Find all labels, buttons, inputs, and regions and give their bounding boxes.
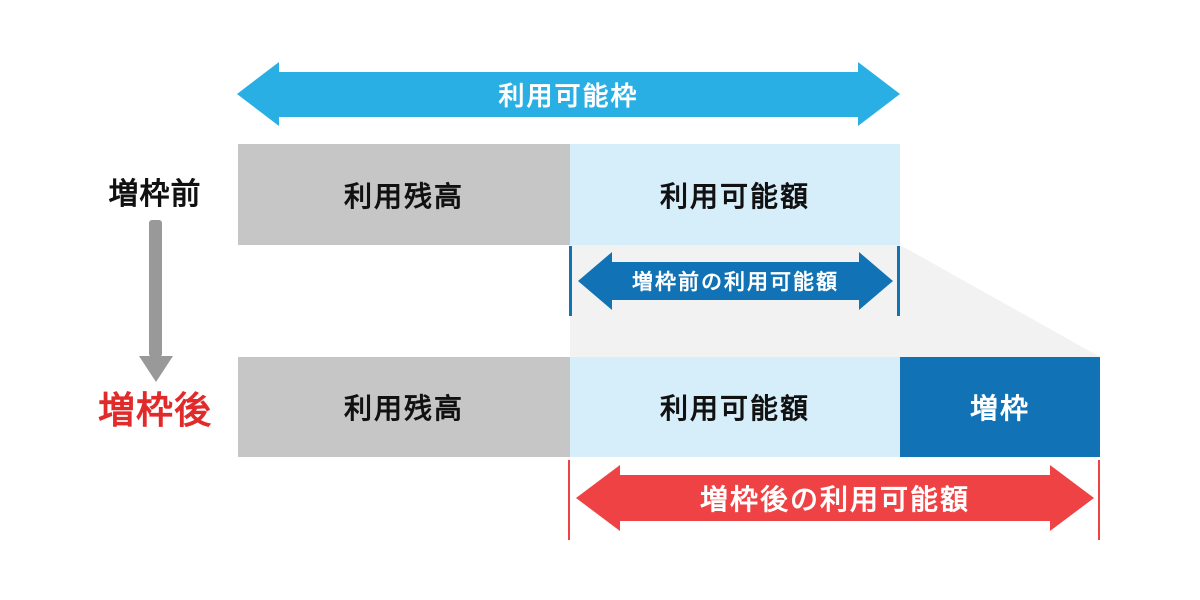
- after-range-tick-left: [568, 460, 570, 540]
- before-range-arrow: 増枠前の利用可能額: [578, 252, 893, 310]
- after-range-arrow-body: 増枠後の利用可能額: [620, 475, 1050, 521]
- arrow-left-icon: [576, 465, 620, 531]
- after-balance-label: 利用残高: [343, 393, 464, 424]
- before-range-arrow-body: 増枠前の利用可能額: [612, 262, 859, 300]
- before-balance-label: 利用残高: [343, 180, 464, 212]
- before-row-label: 増枠前: [108, 178, 202, 211]
- transition-down-arrow-shaft: [149, 220, 162, 357]
- before-available-bar: 利用可能額: [570, 144, 900, 245]
- arrow-left-icon: [237, 62, 279, 126]
- after-available-label: 利用可能額: [659, 393, 810, 424]
- after-range-label: 増枠後の利用可能額: [699, 484, 970, 515]
- total-limit-arrow: 利用可能枠: [237, 62, 900, 126]
- total-limit-arrow-body: 利用可能枠: [279, 71, 858, 117]
- arrow-right-icon: [1050, 465, 1094, 531]
- before-range-tick-left: [569, 246, 572, 316]
- down-arrow-icon: [139, 356, 173, 382]
- after-range-tick-right: [1098, 460, 1100, 540]
- arrow-left-icon: [578, 252, 612, 310]
- after-range-arrow: 増枠後の利用可能額: [576, 465, 1094, 531]
- before-range-label: 増枠前の利用可能額: [632, 271, 839, 294]
- after-row-label: 増枠後: [98, 390, 212, 431]
- before-balance-bar: 利用残高: [238, 144, 570, 245]
- after-available-bar: 利用可能額: [570, 357, 900, 457]
- after-increase-label: 増枠: [969, 393, 1030, 424]
- after-balance-bar: 利用残高: [238, 357, 570, 457]
- arrow-right-icon: [859, 252, 893, 310]
- total-limit-label: 利用可能枠: [498, 80, 639, 111]
- before-range-tick-right: [897, 246, 900, 316]
- arrow-right-icon: [858, 62, 900, 126]
- before-available-label: 利用可能額: [659, 180, 810, 212]
- after-increase-bar: 増枠: [900, 357, 1100, 457]
